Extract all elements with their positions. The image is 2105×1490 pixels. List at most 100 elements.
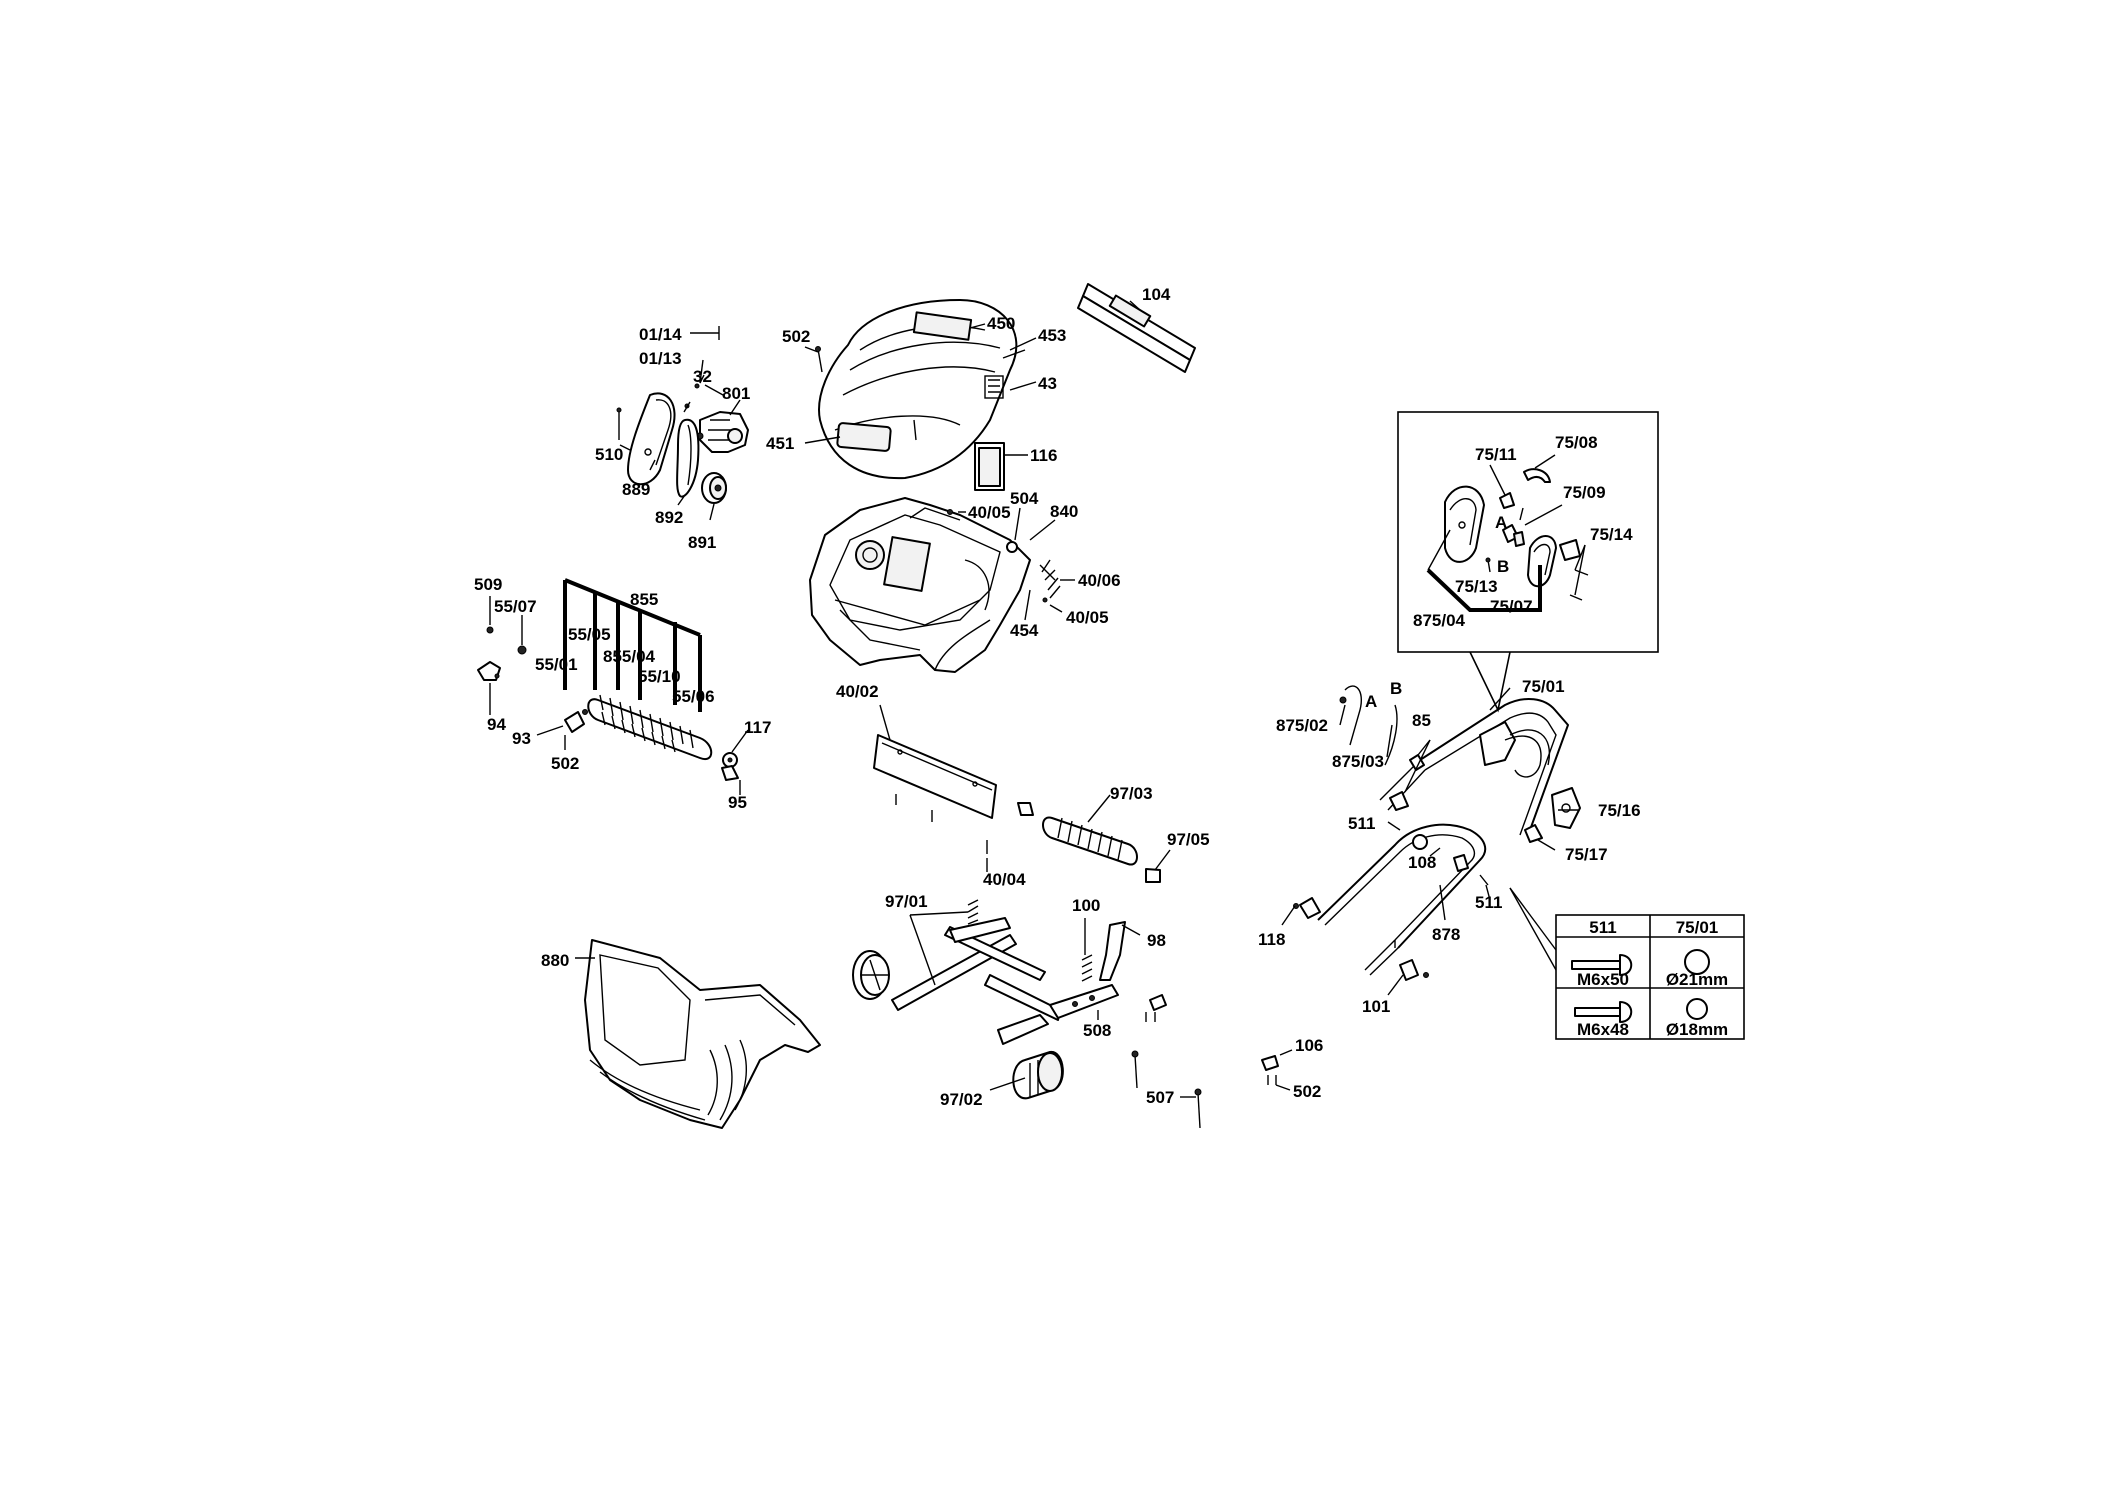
callout-9705: 97/05 bbox=[1167, 830, 1210, 849]
table-cell-bolt-2: M6x48 bbox=[1577, 1020, 1629, 1039]
part-95-nut bbox=[721, 765, 739, 781]
callout-5506: 55/06 bbox=[672, 687, 715, 706]
callout-7511: 75/11 bbox=[1475, 445, 1517, 464]
table-header-handle: 75/01 bbox=[1676, 918, 1719, 937]
callout-switch-a: A bbox=[1495, 513, 1507, 532]
callout-4002: 40/02 bbox=[836, 682, 879, 701]
callout-509: 509 bbox=[474, 575, 502, 594]
bolt-icon-m6x50 bbox=[1571, 954, 1633, 976]
callout-510: 510 bbox=[595, 445, 623, 464]
callout-511-upper: 511 bbox=[1348, 814, 1375, 833]
part-801-motor bbox=[696, 411, 749, 453]
chassis-group bbox=[852, 899, 1279, 1129]
part-7508 bbox=[1523, 468, 1551, 483]
part-509 bbox=[486, 626, 494, 634]
callout-508: 508 bbox=[1083, 1021, 1111, 1040]
callout-87504: 875/04 bbox=[1413, 611, 1466, 630]
callout-101: 101 bbox=[1362, 997, 1390, 1016]
housing-hardware bbox=[947, 509, 1061, 603]
part-508-bracket bbox=[1049, 984, 1119, 1019]
part-116-filter bbox=[974, 442, 1005, 491]
callout-855: 855 bbox=[630, 590, 658, 609]
callout-7509: 75/09 bbox=[1563, 483, 1606, 502]
spec-table: 511 75/01 M6x50 Ø21mm M6x48 Ø18mm bbox=[1509, 887, 1745, 1040]
part-502-screw-top bbox=[815, 346, 823, 373]
callout-87503: 875/03 bbox=[1332, 752, 1384, 771]
callout-504: 504 bbox=[1010, 489, 1039, 508]
part-889-belt-cover bbox=[627, 392, 676, 486]
circle-icon-21mm bbox=[1684, 949, 1710, 975]
part-9701-front-axle bbox=[891, 934, 1017, 1011]
part-9702-wheel bbox=[1012, 1051, 1064, 1100]
part-85-knob-a bbox=[1409, 754, 1425, 771]
part-891-pulley bbox=[701, 472, 727, 504]
part-507-bolt-a bbox=[1131, 1050, 1139, 1089]
part-98-lever bbox=[1099, 921, 1126, 981]
circle-icon-18mm bbox=[1686, 998, 1708, 1020]
blade-roller-group bbox=[477, 578, 739, 781]
callout-32: 32 bbox=[693, 367, 712, 386]
callout-9702: 97/02 bbox=[940, 1090, 983, 1109]
part-9703-rear-roller bbox=[1017, 802, 1161, 883]
callout-454: 454 bbox=[1010, 621, 1039, 640]
callout-85: 85 bbox=[1412, 711, 1431, 730]
part-104-flap-plate bbox=[1077, 283, 1196, 373]
part-450-top-cover bbox=[818, 299, 1018, 480]
callout-labels: 104 450 453 43 502 451 116 01/14 01/13 3… bbox=[474, 285, 1641, 1109]
bolt-icon-m6x48 bbox=[1574, 1001, 1633, 1023]
callout-5505: 55/05 bbox=[568, 625, 611, 644]
callout-502-roller: 502 bbox=[551, 754, 579, 773]
callout-880: 880 bbox=[541, 951, 569, 970]
callout-453: 453 bbox=[1038, 326, 1066, 345]
callout-889: 889 bbox=[622, 480, 650, 499]
callout-5507: 55/07 bbox=[494, 597, 537, 616]
callout-502-bottom: 502 bbox=[1293, 1082, 1321, 1101]
part-118-knob bbox=[1299, 897, 1321, 919]
callout-87502: 875/02 bbox=[1276, 716, 1328, 735]
callout-7507: 75/07 bbox=[1490, 597, 1533, 616]
part-453-rod bbox=[1002, 349, 1026, 359]
part-32-pin bbox=[683, 374, 705, 413]
callout-7508: 75/08 bbox=[1555, 433, 1598, 452]
callout-502-top: 502 bbox=[782, 327, 810, 346]
switch-inset bbox=[1397, 411, 1659, 713]
callout-7517: 75/17 bbox=[1565, 845, 1608, 864]
part-7517 bbox=[1524, 824, 1543, 843]
part-101-knob bbox=[1399, 959, 1419, 981]
handle-group bbox=[1293, 685, 1581, 981]
part-93-bracket bbox=[564, 709, 588, 733]
callout-4005-top: 40/05 bbox=[968, 503, 1011, 522]
part-108-knob bbox=[1412, 834, 1428, 850]
table-header-bolt: 511 bbox=[1589, 918, 1616, 937]
callout-108: 108 bbox=[1408, 853, 1436, 872]
callout-5510: 55/10 bbox=[638, 667, 681, 686]
part-7514 bbox=[1559, 539, 1581, 561]
part-7501-upper-handle bbox=[1419, 698, 1569, 831]
callout-507: 507 bbox=[1146, 1088, 1174, 1107]
callout-7516: 75/16 bbox=[1598, 801, 1641, 820]
part-9701-wheel bbox=[852, 950, 890, 1000]
part-507-bolt-b bbox=[1194, 1088, 1202, 1129]
callout-switch-b: B bbox=[1497, 557, 1509, 576]
callout-7513: 75/13 bbox=[1455, 577, 1498, 596]
callout-104: 104 bbox=[1142, 285, 1171, 304]
callout-116: 116 bbox=[1030, 446, 1057, 465]
part-7511 bbox=[1499, 492, 1515, 509]
callout-cable-b: B bbox=[1390, 679, 1402, 698]
table-cell-bolt-1: M6x50 bbox=[1577, 970, 1629, 989]
callout-0114: 01/14 bbox=[639, 325, 682, 344]
inset-pointer bbox=[1469, 651, 1511, 713]
callout-0113: 01/13 bbox=[639, 349, 682, 368]
part-housing-main bbox=[809, 497, 1031, 673]
part-878-lower-handle bbox=[1317, 823, 1487, 949]
callout-9703: 97/03 bbox=[1110, 784, 1153, 803]
part-504-washer bbox=[1006, 541, 1018, 553]
callout-4006: 40/06 bbox=[1078, 571, 1121, 590]
callout-95: 95 bbox=[728, 793, 747, 812]
callout-878: 878 bbox=[1432, 925, 1460, 944]
callout-43: 43 bbox=[1038, 374, 1057, 393]
part-87502-cable bbox=[1344, 685, 1362, 746]
callout-100: 100 bbox=[1072, 896, 1100, 915]
callout-840: 840 bbox=[1050, 502, 1078, 521]
